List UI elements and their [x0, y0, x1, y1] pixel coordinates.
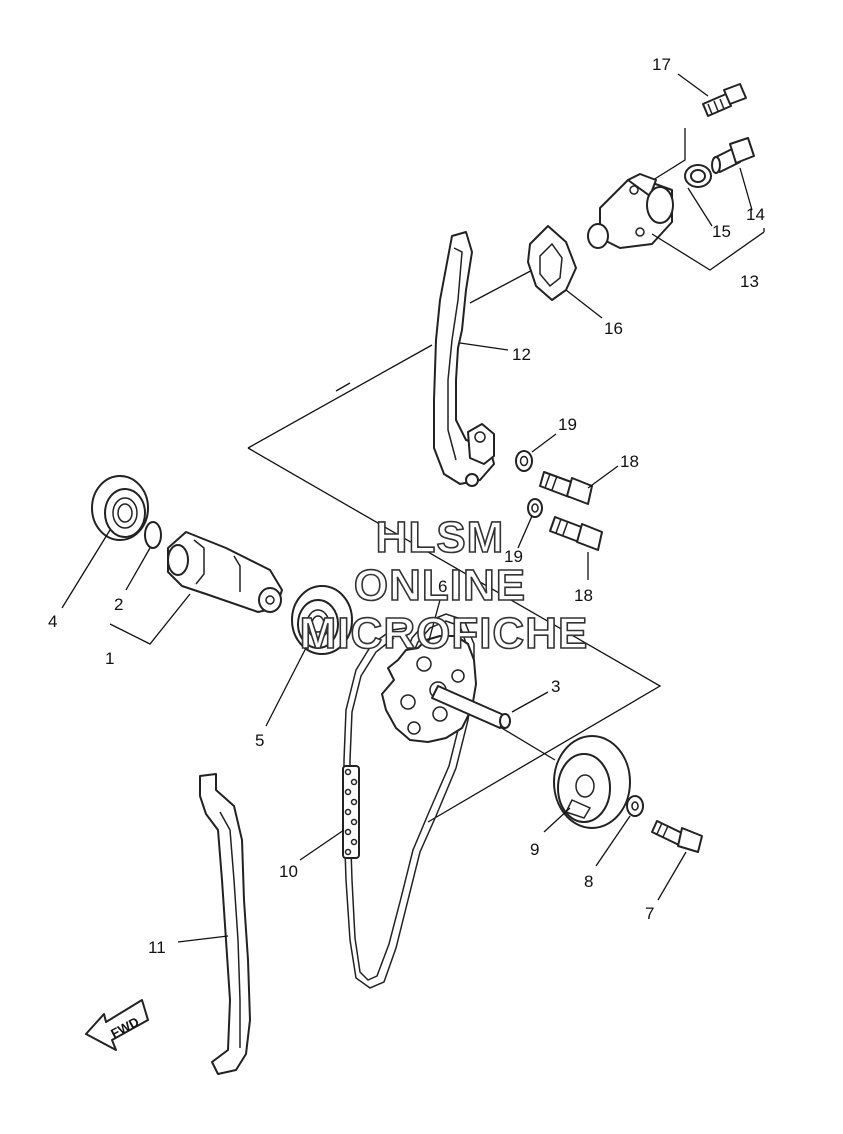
callout-8: 8	[584, 872, 593, 891]
chain-guide-11	[199, 773, 251, 1075]
washer-19a	[515, 450, 533, 472]
plug-bolt-14	[711, 137, 755, 174]
callout-18b: 18	[574, 586, 593, 605]
timing-chain-10	[342, 613, 475, 989]
callout-9: 9	[530, 840, 539, 859]
callout-3: 3	[551, 677, 560, 696]
callout-14: 14	[746, 205, 765, 224]
bearing-5	[291, 585, 353, 655]
washer-19b	[527, 498, 543, 518]
gasket-16	[527, 225, 577, 301]
tensioner-13	[587, 173, 674, 249]
callout-2: 2	[114, 595, 123, 614]
callout-13: 13	[740, 272, 759, 291]
callout-15: 15	[712, 222, 731, 241]
bolt-18a	[539, 471, 593, 505]
camshaft-1	[167, 531, 283, 613]
callout-1: 1	[105, 649, 114, 668]
watermark-line-1: HLSM	[376, 513, 505, 562]
callout-10: 10	[279, 862, 298, 881]
watermark: HLSM ONLINE MICROFICHE	[299, 512, 589, 659]
cam-sprocket-6	[381, 635, 477, 743]
gasket-15	[684, 164, 712, 188]
bolt-7	[651, 820, 703, 853]
callout-6: 6	[438, 577, 447, 596]
bolt-17	[702, 83, 747, 117]
callout-19b: 19	[504, 547, 523, 566]
watermark-line-3: MICROFICHE	[300, 609, 589, 658]
callouts: 17 14 15 13 16 12 19 18 19 18 4 2 1 5 6 …	[48, 55, 765, 957]
callout-16: 16	[604, 319, 623, 338]
bolt-18b	[549, 516, 603, 551]
pin-3	[431, 685, 511, 729]
callout-17: 17	[652, 55, 671, 74]
plate-9	[553, 735, 631, 829]
callout-7: 7	[645, 904, 654, 923]
watermark-line-2: ONLINE	[354, 561, 526, 610]
washer-8	[626, 795, 644, 817]
callout-19a: 19	[558, 415, 577, 434]
callout-12: 12	[512, 345, 531, 364]
chain-guide-12	[433, 231, 495, 487]
o-ring-2	[144, 521, 162, 549]
callout-4: 4	[48, 612, 57, 631]
bearing-4	[91, 475, 149, 541]
leader-lines	[61, 73, 765, 943]
callout-11: 11	[148, 938, 166, 957]
callout-5: 5	[255, 731, 264, 750]
fwd-arrow-icon: FWD	[85, 999, 149, 1051]
callout-18a: 18	[620, 452, 639, 471]
